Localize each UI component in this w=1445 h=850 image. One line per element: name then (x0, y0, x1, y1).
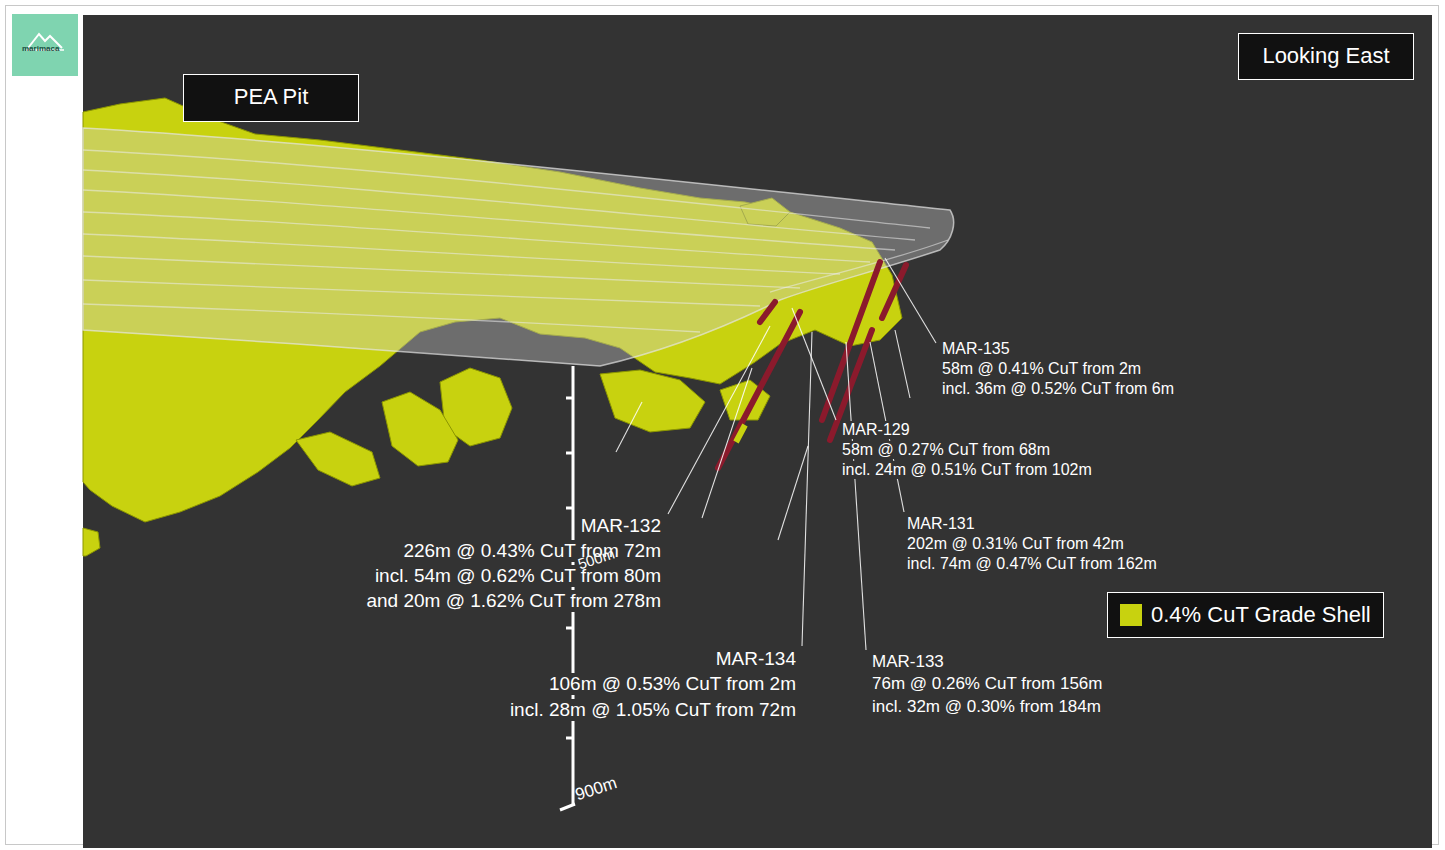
legend-text: 0.4% CuT Grade Shell (1151, 602, 1371, 628)
annotation-text: 58m @ 0.41% CuT from 2m (940, 360, 1143, 378)
annotation-text: incl. 32m @ 0.30% from 184m (870, 697, 1103, 717)
annotation-text: incl. 28m @ 1.05% CuT from 72m (508, 699, 798, 721)
annotation-text: MAR-133 (870, 652, 946, 672)
annotation-text: MAR-135 (940, 340, 1012, 358)
logo-text: marimaca (22, 44, 59, 53)
annotation-text: and 20m @ 1.62% CuT from 278m (364, 590, 663, 612)
title-box: PEA Pit (183, 74, 359, 122)
annotation-text: 76m @ 0.26% CuT from 156m (870, 674, 1104, 694)
annotation-text: 58m @ 0.27% CuT from 68m (840, 441, 1052, 459)
box-label: PEA Pit (202, 84, 340, 110)
annotation-text: MAR-131 (905, 515, 977, 533)
annotation-text: MAR-129 (840, 421, 912, 439)
title-box: Looking East (1238, 33, 1414, 80)
annotation-text: incl. 74m @ 0.47% CuT from 162m (905, 555, 1159, 573)
annotation-text: MAR-134 (714, 648, 798, 670)
legend-box: 0.4% CuT Grade Shell (1107, 592, 1384, 638)
annotation-text: incl. 24m @ 0.51% CuT from 102m (840, 461, 1094, 479)
annotation-text: 226m @ 0.43% CuT from 72m (401, 540, 663, 562)
annotation-text: MAR-132 (579, 515, 663, 537)
box-label: Looking East (1257, 43, 1395, 69)
annotation-text: incl. 36m @ 0.52% CuT from 6m (940, 380, 1176, 398)
annotation-text: 202m @ 0.31% CuT from 42m (905, 535, 1126, 553)
legend-swatch (1120, 604, 1142, 626)
annotation-text: 106m @ 0.53% CuT from 2m (547, 673, 798, 695)
annotation-text: incl. 54m @ 0.62% CuT from 80m (373, 565, 663, 587)
